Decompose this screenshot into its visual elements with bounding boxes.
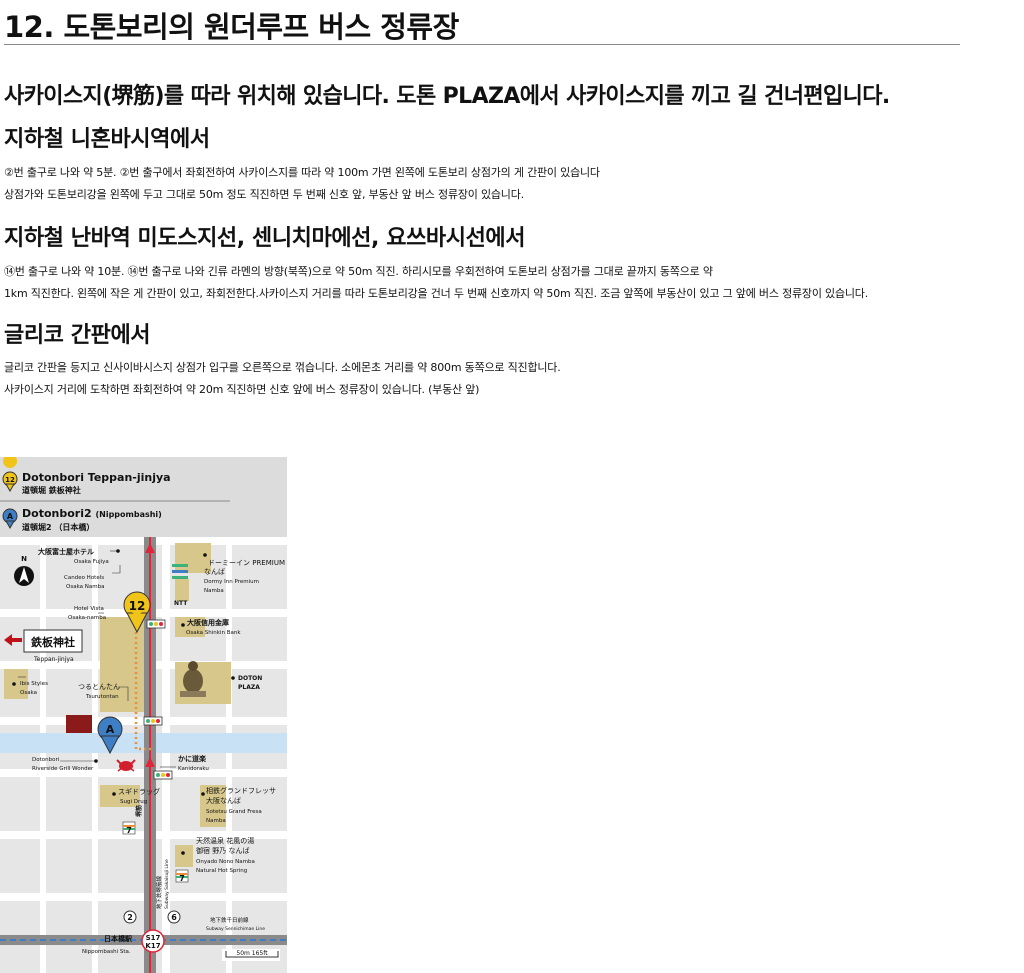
tsurutontan-sign bbox=[66, 715, 92, 733]
label-candeo: Candeo Hotels bbox=[64, 575, 104, 581]
stop-12-name-jp: 道頓堀 鉄板神社 bbox=[22, 485, 81, 495]
label-ntt: NTT bbox=[174, 600, 188, 607]
label-onyado-en: Onyado Nono Namba bbox=[196, 859, 255, 865]
label-sotetsu-en: Sotetsu Grand Fresa bbox=[206, 809, 262, 815]
page-title: 12. 도톤보리의 원더루프 버스 정류장 bbox=[4, 10, 459, 44]
label-sugi-en: Sugi Drug bbox=[120, 799, 147, 805]
svg-text:12: 12 bbox=[129, 599, 146, 613]
label-sotetsu-2: 大阪なんば bbox=[206, 796, 241, 805]
exit-2-marker: 2 bbox=[123, 910, 137, 924]
exit-6-marker: 6 bbox=[167, 910, 181, 924]
dotonbori-river bbox=[0, 733, 287, 753]
label-shinkin: 大阪信用金庫 bbox=[187, 618, 229, 627]
stop-a-pin-icon: A bbox=[97, 716, 123, 755]
label-onyado-en-2: Natural Hot Spring bbox=[196, 868, 247, 874]
traffic-light-icon bbox=[146, 619, 166, 629]
label-kanidoraku-en: Kanidoraku bbox=[178, 766, 209, 772]
stop-12-pin-icon: 12 bbox=[123, 591, 151, 634]
teppan-jinjya-sign: 鉄板神社 Teppan-jinjya bbox=[4, 629, 83, 663]
label-candeo-2: Osaka Namba bbox=[66, 584, 104, 590]
section-heading-nippombashi: 지하철 니혼바시역에서 bbox=[4, 127, 210, 152]
north-arrow-icon: N bbox=[14, 555, 34, 586]
svg-text:K17: K17 bbox=[145, 942, 160, 950]
statue-figure-icon bbox=[180, 661, 206, 697]
building-sotetsu bbox=[200, 785, 226, 827]
svg-text:Teppan-jinjya: Teppan-jinjya bbox=[33, 656, 74, 663]
label-ibis-2: Osaka bbox=[20, 690, 37, 696]
label-vista-2: Osaka-namba bbox=[68, 615, 106, 621]
convenience-store-icon: 7 bbox=[175, 869, 189, 883]
label-sugi: スギドラッグ bbox=[118, 787, 160, 796]
label-sotetsu: 相鉄グランドフレッサ bbox=[206, 786, 276, 795]
directions-line: ②번 출구로 나와 약 5분. ②번 출구에서 좌회전하여 사카이스지를 따라 … bbox=[4, 166, 600, 179]
convenience-store-icon: 7 bbox=[122, 821, 136, 835]
svg-text:2: 2 bbox=[127, 913, 133, 922]
map-header bbox=[0, 457, 287, 537]
building-shinkin bbox=[175, 617, 205, 637]
building-dormy bbox=[175, 543, 211, 573]
area-map: 12 Dotonbori Teppan-jinjya 道頓堀 鉄板神社 A Do… bbox=[0, 457, 287, 973]
svg-text:N: N bbox=[21, 555, 27, 563]
svg-text:S17: S17 bbox=[146, 934, 161, 942]
svg-text:鉄板神社: 鉄板神社 bbox=[31, 635, 75, 649]
label-sakaisuji-line: 地下鉄堺筋線 bbox=[155, 875, 163, 909]
stop-12-name: Dotonbori Teppan-jinjya bbox=[22, 471, 171, 484]
label-dormy-2: なんば bbox=[204, 567, 225, 576]
building-sugi bbox=[100, 785, 140, 807]
label-shinkin-en: Osaka Shinkin Bank bbox=[186, 630, 241, 636]
lead-text: 사카이스지(堺筋)를 따라 위치해 있습니다. 도톤 PLAZA에서 사카이스지… bbox=[4, 84, 890, 109]
station-code-badge: S17 K17 bbox=[141, 929, 165, 953]
directions-line: 1km 직진한다. 왼쪽에 작은 게 간판이 있고, 좌회전한다.사카이스지 거… bbox=[4, 287, 869, 300]
title-divider bbox=[4, 44, 960, 45]
label-sotetsu-en-2: Namba bbox=[206, 818, 226, 824]
svg-text:7: 7 bbox=[126, 826, 132, 835]
label-ibis: Ibis Styles bbox=[20, 681, 48, 687]
label-dormy-en: Dormy Inn Premium bbox=[204, 579, 259, 585]
svg-text:50m 165ft: 50m 165ft bbox=[236, 950, 268, 957]
label-onyado: 天然温泉 花風の湯 bbox=[196, 836, 254, 845]
label-tsurutontan-en: Tsurutontan bbox=[85, 694, 119, 700]
svg-text:7: 7 bbox=[179, 874, 185, 883]
label-vista: Hotel Vista bbox=[74, 606, 104, 612]
label-nippombashi-en: Nippombashi Sta. bbox=[82, 949, 131, 955]
stop-a-name-jp: 道頓堀2 （日本橋） bbox=[22, 522, 94, 532]
label-nippombashi: 日本橋駅 bbox=[104, 934, 133, 943]
label-tsurutontan: つるとんたん bbox=[78, 683, 120, 691]
scale-bar: 50m 165ft bbox=[222, 949, 280, 961]
section-heading-glico: 글리코 간판에서 bbox=[4, 323, 151, 348]
label-kanidoraku: かに道楽 bbox=[178, 754, 207, 763]
stop-12-badge: 12 bbox=[2, 457, 18, 493]
label-dormy-en-2: Namba bbox=[204, 588, 224, 594]
label-riverside-2: Riverside Grill Wonder bbox=[32, 766, 94, 772]
traffic-light-icon bbox=[153, 770, 173, 780]
directions-line: 상점가와 도톤보리강을 왼쪽에 두고 그대로 50m 정도 직진하면 두 번째 … bbox=[4, 188, 524, 201]
crab-sign-icon bbox=[116, 759, 136, 772]
directions-line: 글리코 간판을 등지고 신사이바시스지 상점가 입구를 오른쪽으로 꺾습니다. … bbox=[4, 361, 561, 374]
svg-text:A: A bbox=[7, 512, 14, 521]
walking-route bbox=[134, 632, 152, 751]
label-onyado-2: 御宿 野乃 なんば bbox=[196, 846, 249, 855]
label-dormy: ドーミーイン PREMIUM bbox=[208, 559, 285, 567]
stop-a-name: Dotonbori2 (Nippombashi) bbox=[22, 507, 162, 520]
directions-line: 사카이스지 거리에 도착하면 좌회전하여 약 20m 직진하면 신호 앞에 버스… bbox=[4, 383, 480, 396]
label-doton-2: PLAZA bbox=[238, 684, 260, 691]
building-onyado bbox=[175, 845, 193, 867]
directions-line: ⑭번 출구로 나와 약 10분. ⑭번 출구로 나와 긴류 라멘의 방향(북쪽)… bbox=[4, 265, 713, 278]
stop-a-badge: A bbox=[2, 508, 18, 530]
label-doton: DOTON bbox=[238, 675, 262, 682]
building-ibis bbox=[4, 669, 28, 699]
label-sakaisuji-line-en: Subway Sakaisuji Line bbox=[164, 859, 170, 909]
label-sennichimae: 地下鉄千日前線 bbox=[210, 916, 249, 924]
label-sennichimae-en: Subway Sennichimae Line bbox=[206, 926, 265, 932]
label-fujiya-en: Osaka Fujiya bbox=[74, 559, 109, 565]
label-sakaisuji: 堺筋 bbox=[135, 805, 143, 817]
section-heading-namba: 지하철 난바역 미도스지선, 센니치마에선, 요쓰바시선에서 bbox=[4, 226, 526, 251]
svg-text:12: 12 bbox=[5, 476, 15, 484]
label-fujiya: 大阪富士屋ホテル bbox=[38, 547, 94, 556]
traffic-light-icon bbox=[143, 716, 163, 726]
label-riverside: Dotonbori bbox=[32, 757, 60, 763]
svg-text:A: A bbox=[106, 723, 115, 736]
svg-text:6: 6 bbox=[171, 913, 177, 922]
